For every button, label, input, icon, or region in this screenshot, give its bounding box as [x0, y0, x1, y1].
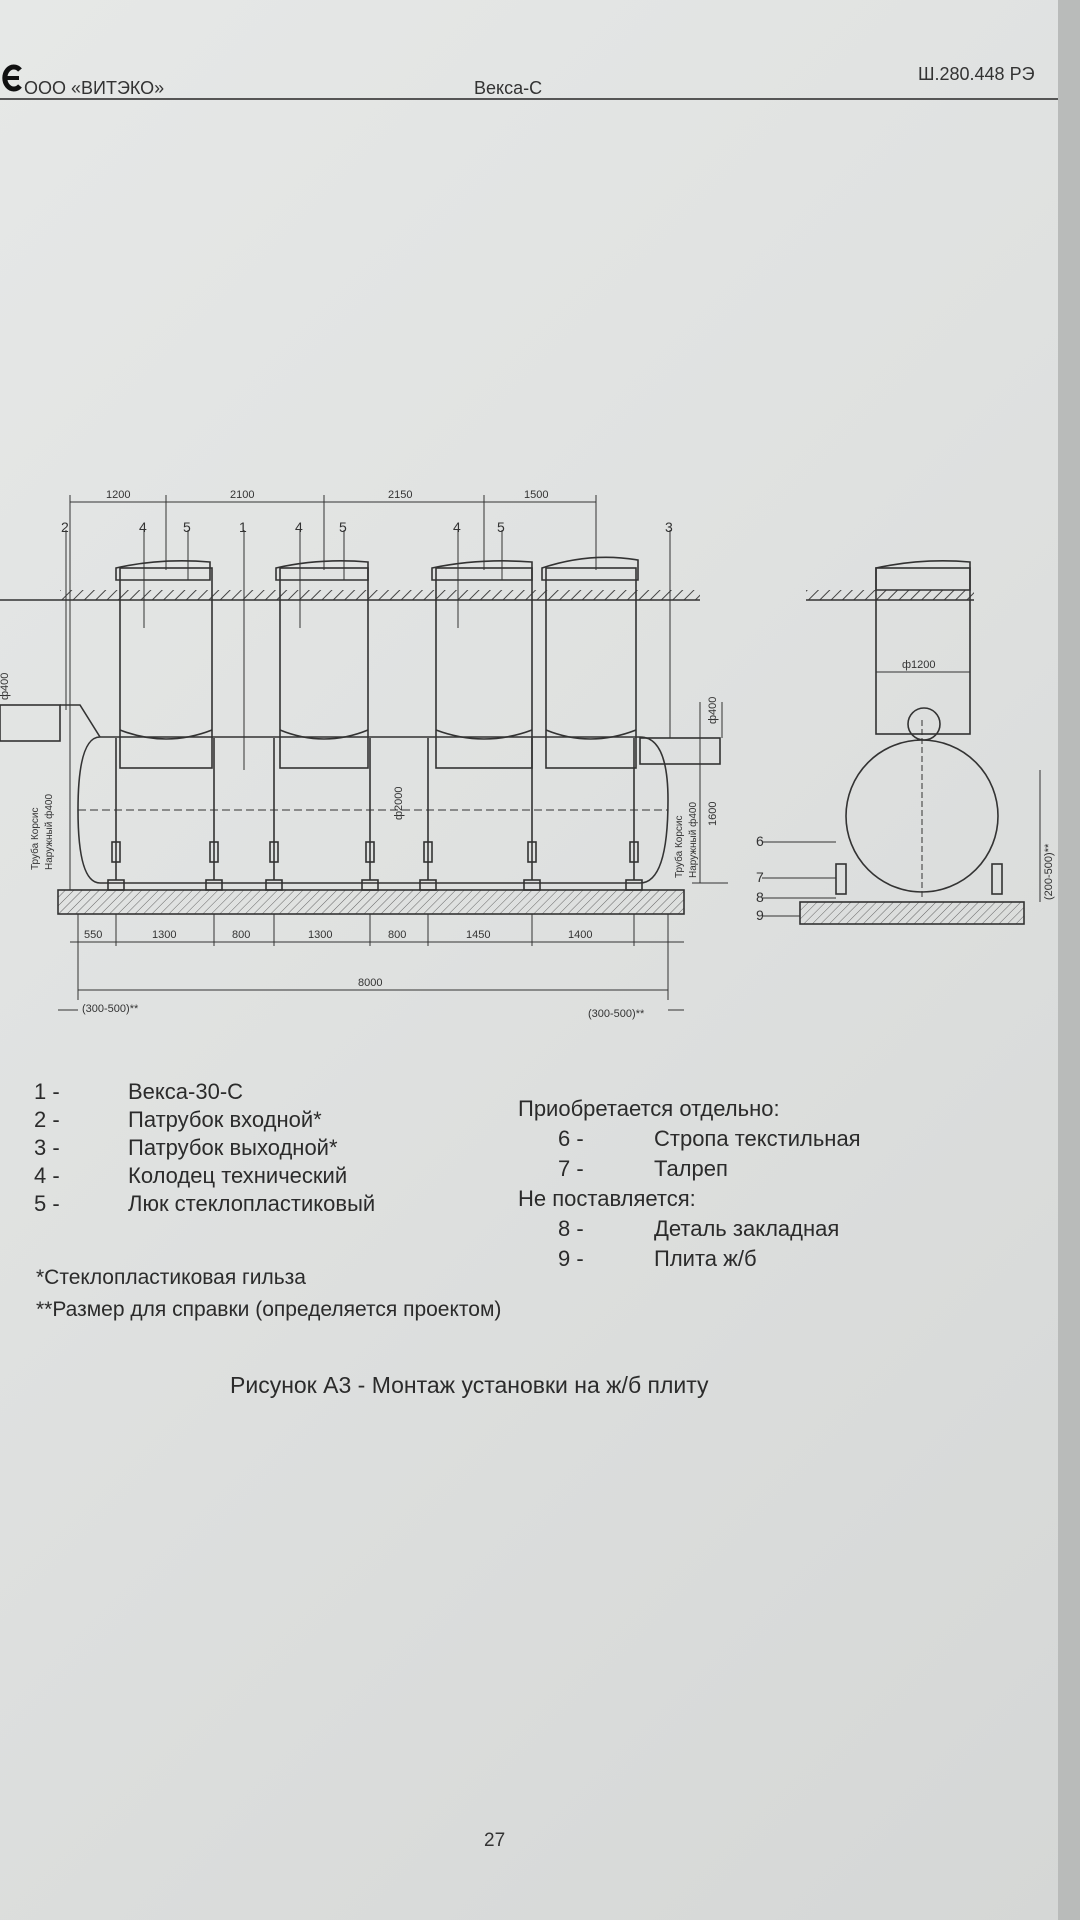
- right-pipe-label-2: Наружный ф400: [687, 802, 699, 878]
- bottom-dim-2: 1300: [152, 929, 176, 941]
- callout-leaders: [65, 530, 671, 770]
- side-dim-total: 1600: [707, 802, 719, 826]
- bottom-dimension-line: [58, 914, 684, 1011]
- document-page: ООО «ВИТЭКО» Векса-С Ш.280.448 РЭ: [0, 0, 1058, 1920]
- right-pipe-label-1: Труба Корсис: [673, 816, 685, 878]
- top-dimension-line: [69, 495, 597, 890]
- legend-item: 8 -Деталь закладная: [558, 1216, 840, 1241]
- callout-4c: 4: [453, 519, 461, 535]
- legend-left: 1 -Векса-30-С 2 -Патрубок входной* 3 -Па…: [34, 1078, 375, 1218]
- callout-6: 6: [756, 833, 764, 849]
- bottom-dim-5: 800: [388, 929, 406, 941]
- note-sleeve: *Стеклопластиковая гильза: [36, 1266, 306, 1289]
- bottom-dim-3: 800: [232, 929, 250, 941]
- offset-left: (300-500)**: [82, 1003, 139, 1015]
- bottom-dim-4: 1300: [308, 929, 332, 941]
- legend-item: 6 -Стропа текстильная: [558, 1126, 861, 1151]
- page-number: 27: [484, 1830, 506, 1851]
- well-4: [541, 556, 639, 769]
- legend-heading-not-supplied: Не поставляется:: [518, 1186, 696, 1211]
- callout-1: 1: [239, 519, 247, 535]
- callout-5c: 5: [497, 519, 505, 535]
- installation-drawing: 1200 2100 2150 1500 550 1300 800 1300 80…: [0, 489, 1055, 1020]
- bottom-dim-1: 550: [84, 929, 102, 941]
- callout-2: 2: [61, 519, 69, 535]
- legend-item: 2 -Патрубок входной*: [34, 1107, 322, 1132]
- callout-4b: 4: [295, 519, 303, 535]
- anchor-straps: [107, 738, 643, 891]
- ground-line: [0, 590, 700, 601]
- legend-item: 9 -Плита ж/б: [558, 1246, 757, 1271]
- left-pipe-label-2: Наружный ф400: [43, 794, 55, 870]
- offset-right: (300-500)**: [588, 1008, 645, 1020]
- legend-item: 3 -Патрубок выходной*: [34, 1135, 338, 1160]
- callout-7: 7: [756, 869, 764, 885]
- callout-4a: 4: [139, 519, 147, 535]
- company-logo-icon: [2, 64, 22, 92]
- callout-8: 8: [756, 889, 764, 905]
- legend-item: 7 -Талреп: [558, 1156, 728, 1181]
- header-product: Векса-С: [474, 78, 543, 98]
- bottom-dim-6: 1450: [466, 929, 490, 941]
- side-dim-top: ф400: [707, 697, 719, 724]
- side-dimension-line: [692, 702, 728, 884]
- height-dim: ф2000: [393, 786, 405, 820]
- figure-caption: Рисунок А3 - Монтаж установки на ж/б пли…: [230, 1372, 709, 1398]
- side-view-dia: ф1200: [902, 659, 936, 671]
- top-dim-3: 2150: [388, 489, 412, 501]
- header-rule: [0, 98, 1058, 100]
- concrete-slab: [57, 889, 685, 915]
- legend-item: 5 -Люк стеклопластиковый: [34, 1191, 376, 1216]
- bottom-dim-7: 1400: [568, 929, 592, 941]
- top-dim-2: 2100: [230, 489, 254, 501]
- legend-item: 4 -Колодец технический: [34, 1163, 348, 1188]
- callout-5b: 5: [339, 519, 347, 535]
- legend-right: Приобретается отдельно: 6 -Стропа тексти…: [518, 1094, 861, 1274]
- left-pipe-label-1: Труба Корсис: [29, 808, 41, 870]
- side-view-offset: (200-500)**: [1043, 843, 1055, 900]
- header-company: ООО «ВИТЭКО»: [24, 78, 165, 98]
- inlet-pipe: [0, 704, 101, 742]
- callout-3: 3: [665, 519, 673, 535]
- legend-item: 1 -Векса-30-С: [34, 1079, 244, 1104]
- note-reference-size: **Размер для справки (определяется проек…: [36, 1298, 502, 1321]
- top-dim-4: 1500: [524, 489, 548, 501]
- outlet-pipe: [639, 737, 721, 765]
- top-dim-1: 1200: [106, 489, 130, 501]
- callout-5a: 5: [183, 519, 191, 535]
- left-pipe-dim: ф400: [0, 673, 11, 700]
- header-doc-code: Ш.280.448 РЭ: [918, 64, 1035, 84]
- side-view: [762, 560, 1041, 925]
- page-edge: [1058, 0, 1080, 1920]
- legend-heading-purchased: Приобретается отдельно:: [518, 1096, 780, 1121]
- callout-9: 9: [756, 907, 764, 923]
- overall-dim: 8000: [358, 977, 382, 989]
